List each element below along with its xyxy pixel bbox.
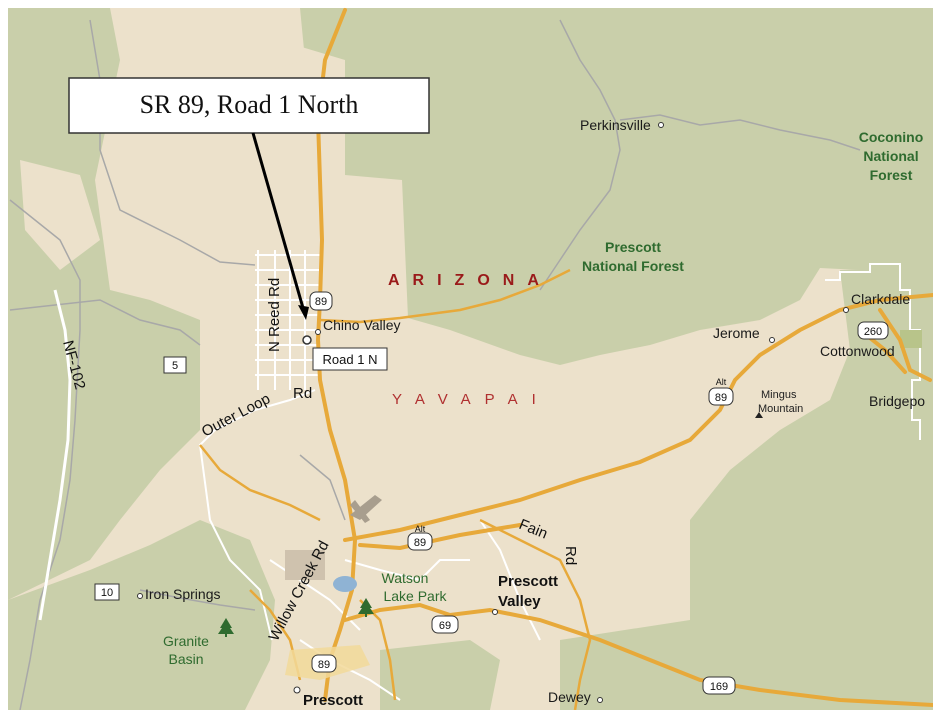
shield-alt89-west: Alt 89 bbox=[407, 524, 433, 551]
shield-sr89-south: 89 bbox=[311, 654, 337, 673]
chino-valley-dot bbox=[315, 329, 321, 335]
shield-cr5-label: 5 bbox=[172, 360, 178, 372]
prescott-nf-label-2: National Forest bbox=[582, 258, 684, 274]
shield-alt89-west-alt: Alt bbox=[415, 524, 426, 534]
jerome-label: Jerome bbox=[713, 325, 760, 341]
state-label: ARIZONA bbox=[388, 272, 552, 289]
shield-sr69: 69 bbox=[431, 615, 459, 634]
granite-basin-label-2: Basin bbox=[168, 651, 203, 667]
coconino-label-3: Forest bbox=[870, 167, 913, 183]
granite-basin-forest bbox=[8, 520, 275, 710]
city-boundary-cottonwood bbox=[825, 263, 921, 440]
road-1n-tag: Road 1 N bbox=[312, 347, 388, 371]
watson-lake-label-1: Watson bbox=[382, 570, 429, 586]
shield-alt89-west-label: 89 bbox=[414, 537, 426, 549]
prescott-nf-label-1: Prescott bbox=[605, 239, 661, 255]
bridgeport-label: Bridgepo bbox=[869, 393, 925, 409]
land-patch-west bbox=[20, 160, 100, 270]
mingus-label-1: Mingus bbox=[761, 389, 797, 401]
shield-sr89-south-label: 89 bbox=[318, 659, 330, 671]
park-tree-icon bbox=[358, 598, 374, 617]
n-reed-rd-label: N Reed Rd bbox=[266, 278, 283, 352]
tree-icon bbox=[218, 618, 234, 637]
perkinsville-label: Perkinsville bbox=[580, 117, 651, 133]
shield-alt89-east-label: 89 bbox=[715, 392, 727, 404]
cottonwood-label: Cottonwood bbox=[820, 343, 895, 359]
shield-sr260: 260 bbox=[857, 321, 889, 340]
granite-basin-label-1: Granite bbox=[163, 633, 209, 649]
iron-springs-label: Iron Springs bbox=[145, 586, 220, 602]
shield-sr260-label: 260 bbox=[864, 326, 882, 338]
coconino-label-1: Coconino bbox=[859, 129, 924, 145]
forest-east bbox=[690, 268, 933, 710]
callout-title: SR 89, Road 1 North bbox=[140, 90, 359, 119]
reservoir-patch bbox=[285, 550, 325, 580]
land-strip-north bbox=[250, 8, 305, 70]
shield-cr5: 5 bbox=[163, 356, 187, 374]
chino-valley-label: Chino Valley bbox=[323, 317, 401, 333]
callout-arrow bbox=[251, 132, 309, 320]
coconino-label-2: National bbox=[863, 148, 918, 164]
shield-cr10-label: 10 bbox=[101, 587, 113, 599]
shield-alt89-east: Alt 89 bbox=[708, 377, 734, 406]
shield-alt89-east-alt: Alt bbox=[716, 377, 727, 387]
prescott-national-forest-north bbox=[295, 8, 933, 365]
shield-sr89-north: 89 bbox=[309, 291, 333, 311]
airport-icon bbox=[350, 495, 382, 523]
town-dots bbox=[137, 122, 849, 703]
shield-sr89-north-label: 89 bbox=[315, 296, 327, 308]
prescott-valley-label-2: Valley bbox=[498, 593, 541, 610]
callout-box: SR 89, Road 1 North bbox=[68, 77, 430, 134]
shield-sr169: 169 bbox=[702, 676, 736, 695]
prescott-valley-label-1: Prescott bbox=[498, 573, 558, 590]
county-label: YAVAPAI bbox=[392, 391, 550, 408]
clarkdale-label: Clarkdale bbox=[851, 291, 910, 307]
road-1n-marker[interactable] bbox=[302, 335, 312, 345]
rd-label: Rd bbox=[293, 385, 312, 402]
dewey-label: Dewey bbox=[548, 689, 591, 705]
fain-rd-label: Rd bbox=[562, 546, 579, 565]
forest-patch-southeast bbox=[560, 620, 690, 710]
mingus-peak-icon bbox=[755, 412, 763, 418]
prescott-label: Prescott bbox=[303, 692, 363, 709]
road-1n-tag-label: Road 1 N bbox=[323, 352, 378, 367]
shield-cr10: 10 bbox=[94, 583, 120, 601]
nf-102-road bbox=[38, 289, 72, 621]
shield-sr169-label: 169 bbox=[710, 681, 728, 693]
watson-lake-label-2: Lake Park bbox=[383, 588, 447, 604]
watson-lake bbox=[333, 576, 357, 592]
mingus-label-2: Mountain bbox=[758, 403, 803, 415]
shield-sr69-label: 69 bbox=[439, 620, 451, 632]
forest-west bbox=[8, 8, 200, 600]
forest-patch-south bbox=[380, 640, 500, 710]
cottonwood-patch bbox=[900, 330, 922, 348]
